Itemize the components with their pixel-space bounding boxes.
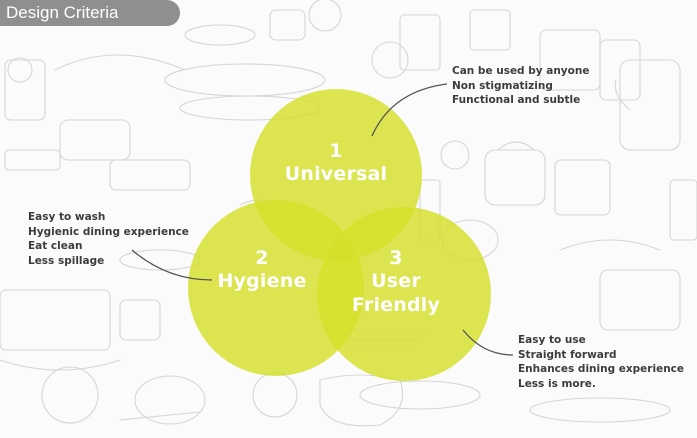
note-item: Easy to use [518, 334, 586, 346]
note-item: Less is more. [518, 377, 596, 390]
note-item: Easy to wash [28, 211, 106, 223]
header-tab: Design Criteria [0, 0, 180, 26]
label-user-friendly: 3 User Friendly [336, 247, 456, 317]
note-item: Functional and subtle [452, 94, 581, 106]
note-item: Can be used by anyone [452, 65, 590, 77]
user-friendly-number: 3 [389, 247, 403, 269]
note-item: Eat clean [28, 240, 83, 252]
universal-name: Universal [284, 163, 388, 185]
note-item: Hygienic dining experience [28, 225, 189, 238]
note-item: Less spillage [28, 254, 105, 267]
label-hygiene: 2 Hygiene [202, 247, 322, 293]
notes-universal: Can be used by anyone Non stigmatizing F… [452, 64, 589, 108]
user-friendly-name-line1: User [371, 270, 421, 292]
user-friendly-name-line2: Friendly [351, 294, 441, 316]
note-item: Enhances dining experience [518, 363, 685, 375]
hygiene-number: 2 [255, 247, 269, 269]
universal-number: 1 [329, 140, 343, 162]
note-item: Straight forward [518, 348, 617, 361]
notes-hygiene: Easy to wash Hygienic dining experience … [28, 210, 189, 268]
page-title: Design Criteria [6, 3, 119, 22]
hygiene-name: Hygiene [217, 270, 307, 292]
note-item: Non stigmatizing [452, 79, 553, 92]
notes-user-friendly: Easy to use Straight forward Enhances di… [518, 333, 684, 391]
circle-hygiene [188, 200, 364, 376]
label-universal: 1 Universal [276, 140, 396, 186]
circle-user-friendly [317, 207, 491, 381]
